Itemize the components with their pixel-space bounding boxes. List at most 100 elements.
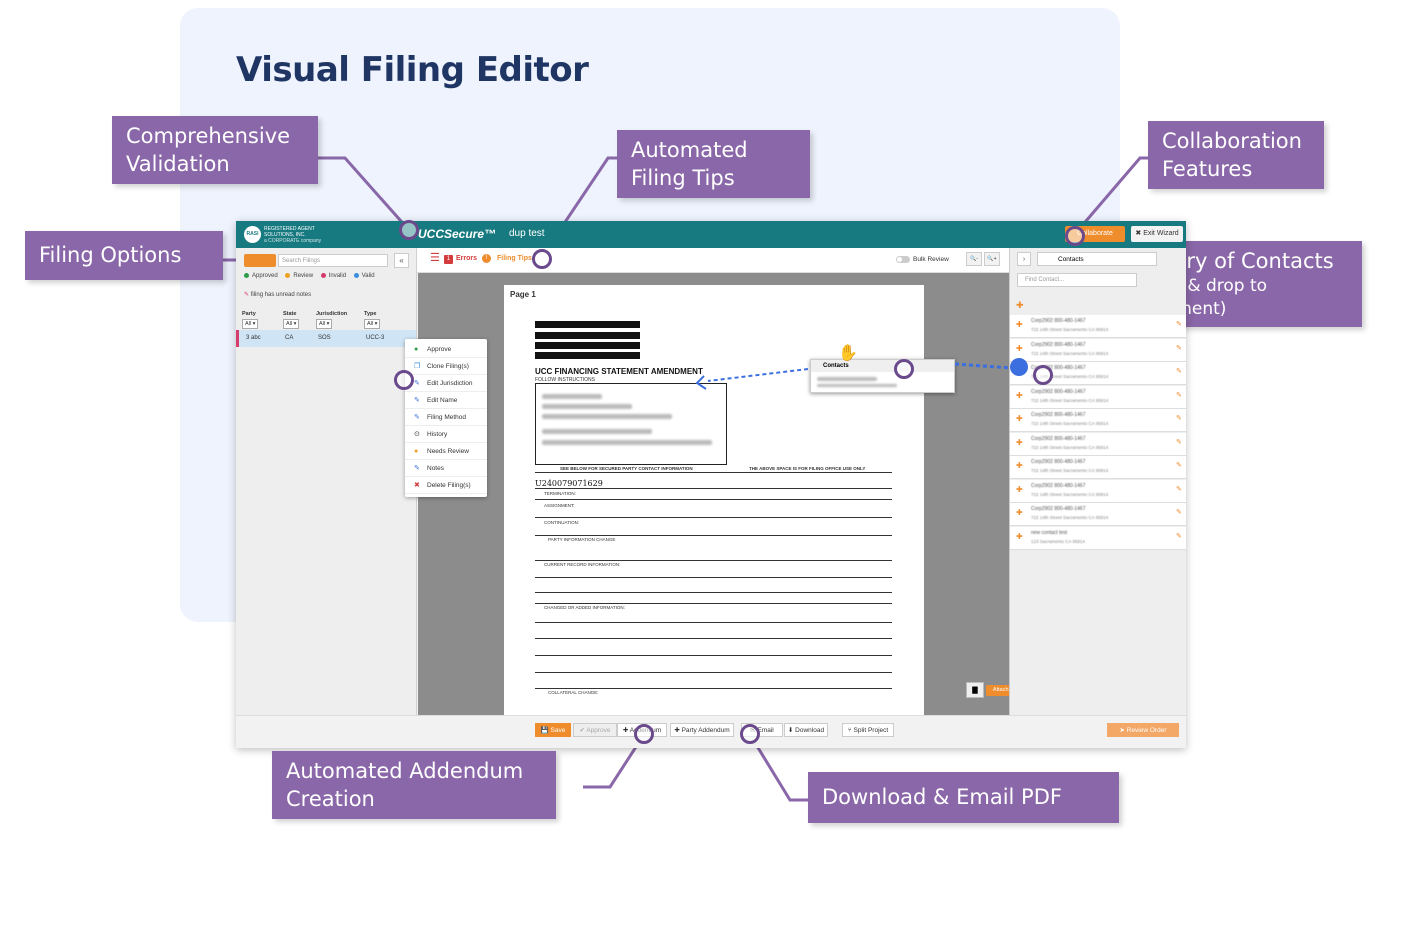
marker-ring <box>634 724 654 744</box>
edit-contact-icon[interactable]: ✎ <box>1176 532 1182 540</box>
filter-type[interactable]: All ▾ <box>364 319 381 329</box>
contact-info-box[interactable] <box>535 383 727 465</box>
menu-item[interactable]: ●Needs Review <box>405 443 487 460</box>
exit-wizard-button[interactable]: ✖ Exit Wizard <box>1131 226 1183 242</box>
dragged-contact-header: Contacts <box>811 360 954 372</box>
callout-filing-options: Filing Options <box>25 231 223 280</box>
contact-address: 722 14th Street Sacramento CA 95814 <box>1031 515 1109 520</box>
form-line <box>535 577 892 578</box>
add-contact-icon[interactable]: ✚ <box>1016 531 1023 541</box>
edit-contact-icon[interactable]: ✎ <box>1176 509 1182 516</box>
menu-icon[interactable]: ☰ <box>430 252 440 264</box>
menu-item[interactable]: ⊙History <box>405 426 487 443</box>
legend-valid: Valid <box>361 273 375 280</box>
edit-contact-icon[interactable]: ✎ <box>1176 485 1182 493</box>
search-filter-button[interactable] <box>244 254 276 267</box>
callout-collaboration: Collaboration Features <box>1148 121 1324 189</box>
edit-contact-icon[interactable]: ✎ <box>1176 321 1182 328</box>
filings-search-input[interactable]: Search Filings <box>278 254 388 267</box>
add-contact-icon[interactable]: ✚ <box>1016 343 1023 353</box>
callout-filing-tips: Automated Filing Tips <box>617 130 810 198</box>
contact-search-input[interactable]: Find Contact... <box>1017 273 1137 287</box>
menu-item-label: History <box>427 431 448 438</box>
add-contact-icon[interactable]: ✚ <box>1016 414 1023 423</box>
add-contact-icon[interactable]: ✚ <box>1016 390 1023 400</box>
menu-item[interactable]: ✎Filing Method <box>405 409 487 426</box>
errors-link[interactable]: Errors <box>456 255 478 262</box>
contact-name: Corp2902 800-480-1467 <box>1031 365 1086 371</box>
filter-jurisdiction[interactable]: All ▾ <box>316 319 333 329</box>
party-addendum-button[interactable]: ✚ Party Addendum <box>670 723 734 737</box>
approve-button[interactable]: ✔ Approve <box>573 723 617 737</box>
menu-item[interactable]: ●Approve <box>405 341 487 358</box>
marker-ring <box>894 359 914 379</box>
contact-address: 722 14th Street Sacramento CA 95814 <box>1031 374 1109 379</box>
save-button[interactable]: 💾 Save <box>535 723 571 737</box>
add-contact-icon[interactable]: ✚ <box>1016 461 1023 470</box>
column-type[interactable]: Type <box>364 311 377 317</box>
column-party[interactable]: Party <box>242 311 256 317</box>
bulk-review-toggle[interactable] <box>896 256 910 263</box>
table-row[interactable]: 3 abc CA SOS UCC-3 <box>236 330 416 347</box>
edit-contact-icon[interactable]: ✎ <box>1176 415 1182 422</box>
edit-contact-icon[interactable]: ✎ <box>1176 462 1182 469</box>
add-contact-icon[interactable]: ✚ <box>1016 508 1023 517</box>
logo-icon: RASI <box>244 226 261 243</box>
menu-item[interactable]: ✎Edit Jurisdiction <box>405 375 487 392</box>
zoom-out-button[interactable]: 🔍- <box>966 252 982 266</box>
error-count-badge[interactable]: 1 <box>444 255 453 264</box>
menu-item-icon: ✎ <box>414 380 420 387</box>
download-button[interactable]: ⬇ Download <box>784 723 828 737</box>
page-label: Page 1 <box>510 290 536 299</box>
filter-type-value: All <box>367 321 374 327</box>
lightbulb-icon: ! <box>482 254 491 263</box>
form-title: UCC FINANCING STATEMENT AMENDMENT <box>535 367 703 376</box>
filter-state[interactable]: All ▾ <box>283 319 300 329</box>
contact-name: Corp2902 800-480-1467 <box>1031 318 1086 324</box>
menu-item[interactable]: ✖Delete Filing(s) <box>405 477 487 494</box>
row-party: 3 abc <box>246 335 261 341</box>
column-jurisdiction[interactable]: Jurisdiction <box>316 311 348 317</box>
legend-approved: Approved <box>252 273 278 280</box>
blurred-text <box>542 440 712 445</box>
attach-file-icon[interactable]: ▇ <box>966 682 984 698</box>
add-contact-icon[interactable]: ✚ <box>1016 300 1024 310</box>
menu-item[interactable]: ❐Clone Filing(s) <box>405 358 487 375</box>
column-state[interactable]: State <box>283 311 297 317</box>
collapse-sidebar-button[interactable]: « <box>394 253 409 268</box>
callout-addendum: Automated Addendum Creation <box>272 751 556 819</box>
row-type: UCC-3 <box>366 335 385 341</box>
callout-validation: Comprehensive Validation <box>112 116 318 184</box>
add-contact-icon[interactable]: ✚ <box>1016 484 1023 494</box>
menu-item[interactable]: ✎Edit Name <box>405 392 487 409</box>
review-order-button[interactable]: ➤ Review Order <box>1107 723 1179 737</box>
attach-file-button[interactable]: Attach file <box>986 685 1024 696</box>
edit-contact-icon[interactable]: ✎ <box>1176 438 1182 446</box>
menu-item-icon: ✎ <box>414 397 420 404</box>
edit-contact-icon[interactable]: ✎ <box>1176 391 1182 399</box>
split-project-button[interactable]: ⑂ Split Project <box>842 723 894 737</box>
contact-name: Corp2902 800-480-1467 <box>1031 388 1086 395</box>
menu-item[interactable]: ✎Notes <box>405 460 487 477</box>
add-contact-icon[interactable]: ✚ <box>1016 320 1023 329</box>
edit-contact-icon[interactable]: ✎ <box>1176 368 1182 375</box>
edit-contact-icon[interactable]: ✎ <box>1176 344 1182 352</box>
form-line <box>535 472 892 473</box>
filing-tips-link[interactable]: Filing Tips <box>497 255 532 262</box>
hand-cursor-icon: ✋ <box>838 345 858 362</box>
expand-panel-button[interactable]: › <box>1017 252 1031 266</box>
dragged-contact-card[interactable]: Contacts <box>810 359 955 393</box>
contacts-select[interactable]: Contacts <box>1037 252 1157 266</box>
zoom-in-button[interactable]: 🔍+ <box>984 252 1000 266</box>
filter-party[interactable]: All ▾ <box>242 319 259 329</box>
add-contact-icon[interactable]: ✚ <box>1016 437 1023 447</box>
